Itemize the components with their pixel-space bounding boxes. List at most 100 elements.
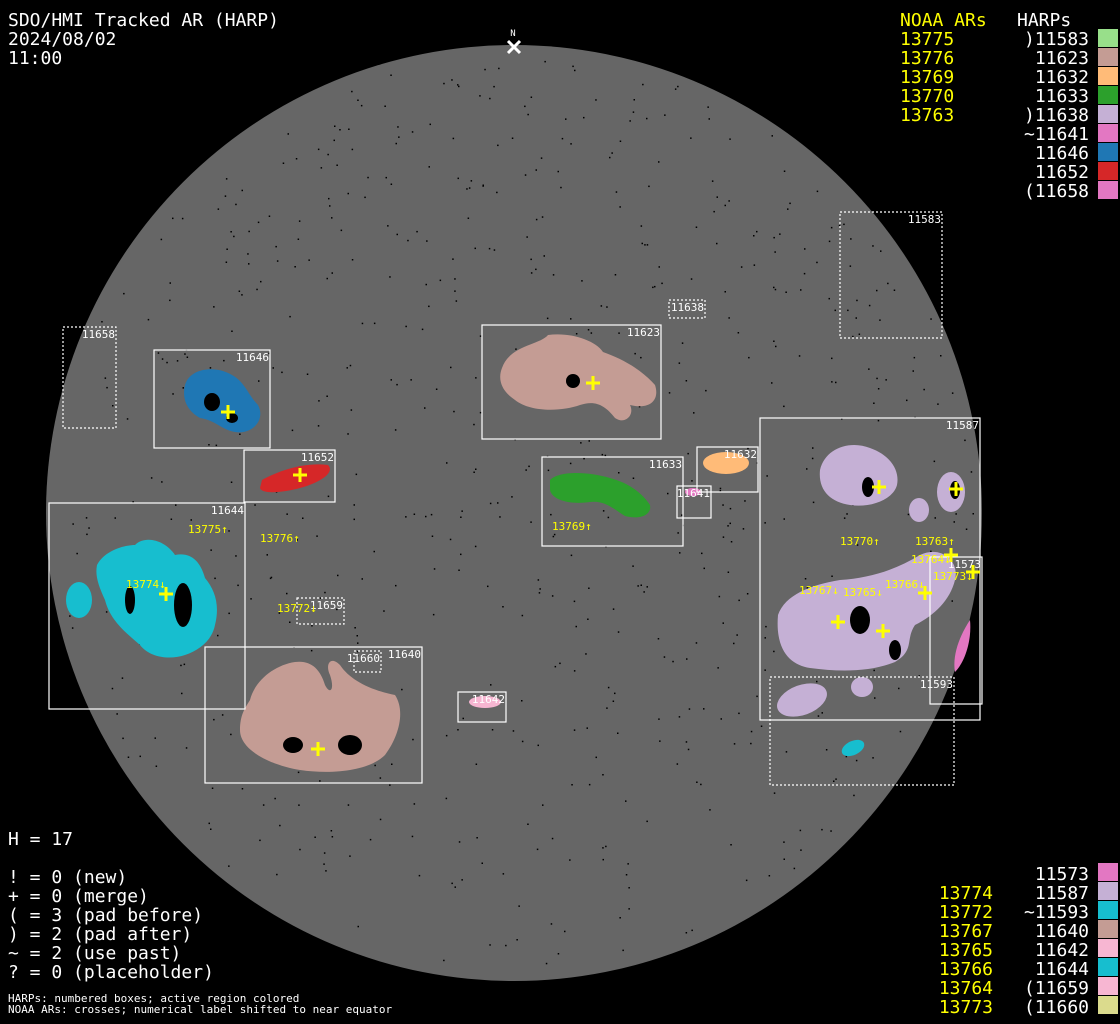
noaa-label: 13766↓ [885, 578, 925, 591]
harp-label: 11652 [301, 451, 334, 464]
count-line: ? = 0 (placeholder) [8, 962, 214, 983]
noaa-ar-entry: 13772 [939, 902, 993, 923]
harp-color-swatch [1098, 958, 1118, 976]
harp-color-swatch [1098, 181, 1118, 199]
harp-color-swatch [1098, 143, 1118, 161]
count-line: ! = 0 (new) [8, 867, 127, 888]
harp-entry: 11646 [1035, 143, 1089, 164]
harp-box-11652[interactable] [243, 449, 336, 503]
harp-entry: 11640 [1035, 921, 1089, 942]
count-line: ) = 2 (pad after) [8, 924, 192, 945]
harp-color-swatch [1098, 105, 1118, 123]
harp-entry: 11652 [1035, 162, 1089, 183]
harp-color-swatch [1098, 863, 1118, 881]
noaa-ar-entry: 13766 [939, 959, 993, 980]
region-11644-b [66, 582, 92, 618]
noaa-label: 13765↓ [843, 586, 883, 599]
noaa-cross-icon [876, 624, 890, 638]
region-11573 [954, 620, 971, 672]
harp-color-swatch [1098, 977, 1118, 995]
harp-box-11583[interactable] [839, 211, 943, 339]
noaa-label: 13775↑ [188, 523, 228, 536]
noaa-label: 13774↓ [126, 578, 166, 591]
harp-label: 11633 [649, 458, 682, 471]
harp-box-11640[interactable] [204, 646, 423, 784]
time: 11:00 [8, 48, 62, 69]
region-11593 [841, 739, 865, 757]
harp-entry: 11644 [1035, 959, 1089, 980]
noaa-ar-entry: 13765 [939, 940, 993, 961]
counts: H = 17 ! = 0 (new) + = 0 (merge) ( = 3 (… [8, 829, 214, 983]
harp-entry: (11660 [1024, 997, 1089, 1018]
harp-color-swatch [1098, 124, 1118, 142]
harp-color-swatch [1098, 162, 1118, 180]
harp-color-swatch [1098, 48, 1118, 66]
harp-label: 11646 [236, 351, 269, 364]
harp-box-11660[interactable] [353, 650, 382, 673]
harp-box-11632[interactable] [696, 446, 759, 493]
harp-entry: 11633 [1035, 86, 1089, 107]
harp-box-11659[interactable] [296, 597, 345, 625]
noaa-cross-icon [831, 615, 845, 629]
region-11644 [96, 539, 217, 658]
harps-header: HARPs [1017, 10, 1071, 31]
harp-box-11641[interactable] [676, 485, 712, 519]
noaa-label: 13770↑ [840, 535, 880, 548]
harp-box-11623[interactable] [481, 324, 662, 440]
noaa-ar-entry: 13775 [900, 29, 954, 50]
solar-disk [46, 45, 982, 981]
harp-box-11658[interactable] [62, 326, 117, 429]
noaa-cross-icon [221, 405, 235, 419]
region-11587-f [851, 677, 873, 697]
harp-box-11587[interactable] [759, 417, 981, 721]
region-11642 [469, 696, 501, 708]
noaa-ar-entry: 13770 [900, 86, 954, 107]
harp-entry: 11573 [1035, 864, 1089, 885]
harp-entry: 11642 [1035, 940, 1089, 961]
noaa-ar-entry: 13774 [939, 883, 993, 904]
region-11587-e [777, 683, 827, 717]
harp-color-swatch [1098, 67, 1118, 85]
noaa-cross-icon [966, 565, 980, 579]
harp-entry: ~11593 [1024, 902, 1089, 923]
region-11633 [550, 473, 651, 518]
harp-box-11646[interactable] [153, 349, 271, 449]
harp-entry: )11583 [1024, 29, 1089, 50]
harp-box-11644[interactable] [48, 502, 246, 710]
harp-entry: (11658 [1024, 181, 1089, 202]
region-11632 [703, 452, 749, 474]
harp-box-11593[interactable] [769, 676, 955, 786]
title: SDO/HMI Tracked AR (HARP) [8, 10, 279, 31]
noaa-header: NOAA ARs [900, 10, 987, 31]
harp-box-11633[interactable] [541, 456, 684, 547]
region-11652 [260, 464, 330, 493]
noaa-label: 13767↓ [799, 584, 839, 597]
harp-box-11573[interactable] [929, 556, 983, 705]
footnote: HARPs: numbered boxes; active region col… [8, 992, 299, 1005]
harp-label: 11642 [472, 693, 505, 706]
noaa-label: 13773↓ [933, 570, 973, 583]
harp-box-11642[interactable] [457, 691, 507, 723]
noaa-cross-icon [949, 482, 963, 496]
harp-box-11638[interactable] [668, 299, 706, 319]
date: 2024/08/02 [8, 29, 116, 50]
harp-label: 11593 [920, 678, 953, 691]
harp-label: 11583 [908, 213, 941, 226]
region-11587-c [909, 498, 929, 522]
harp-color-swatch [1098, 939, 1118, 957]
harp-label: 11632 [724, 448, 757, 461]
harp-label: 11623 [627, 326, 660, 339]
harp-label: 11641 [677, 487, 710, 500]
noaa-ar-entry: 13776 [900, 48, 954, 69]
noaa-labels: 13775↑ 13776↑ 13769↑ 13770↑ 13763↑ 13764… [126, 520, 973, 615]
harp-color-swatch [1098, 920, 1118, 938]
harp-color-swatch [1098, 996, 1118, 1014]
harp-entry: 11587 [1035, 883, 1089, 904]
harp-entry: 11623 [1035, 48, 1089, 69]
count-line: + = 0 (merge) [8, 886, 149, 907]
harp-count: H = 17 [8, 829, 73, 850]
noaa-cross-icon [944, 548, 958, 562]
magnetogram-speckle [69, 60, 974, 965]
